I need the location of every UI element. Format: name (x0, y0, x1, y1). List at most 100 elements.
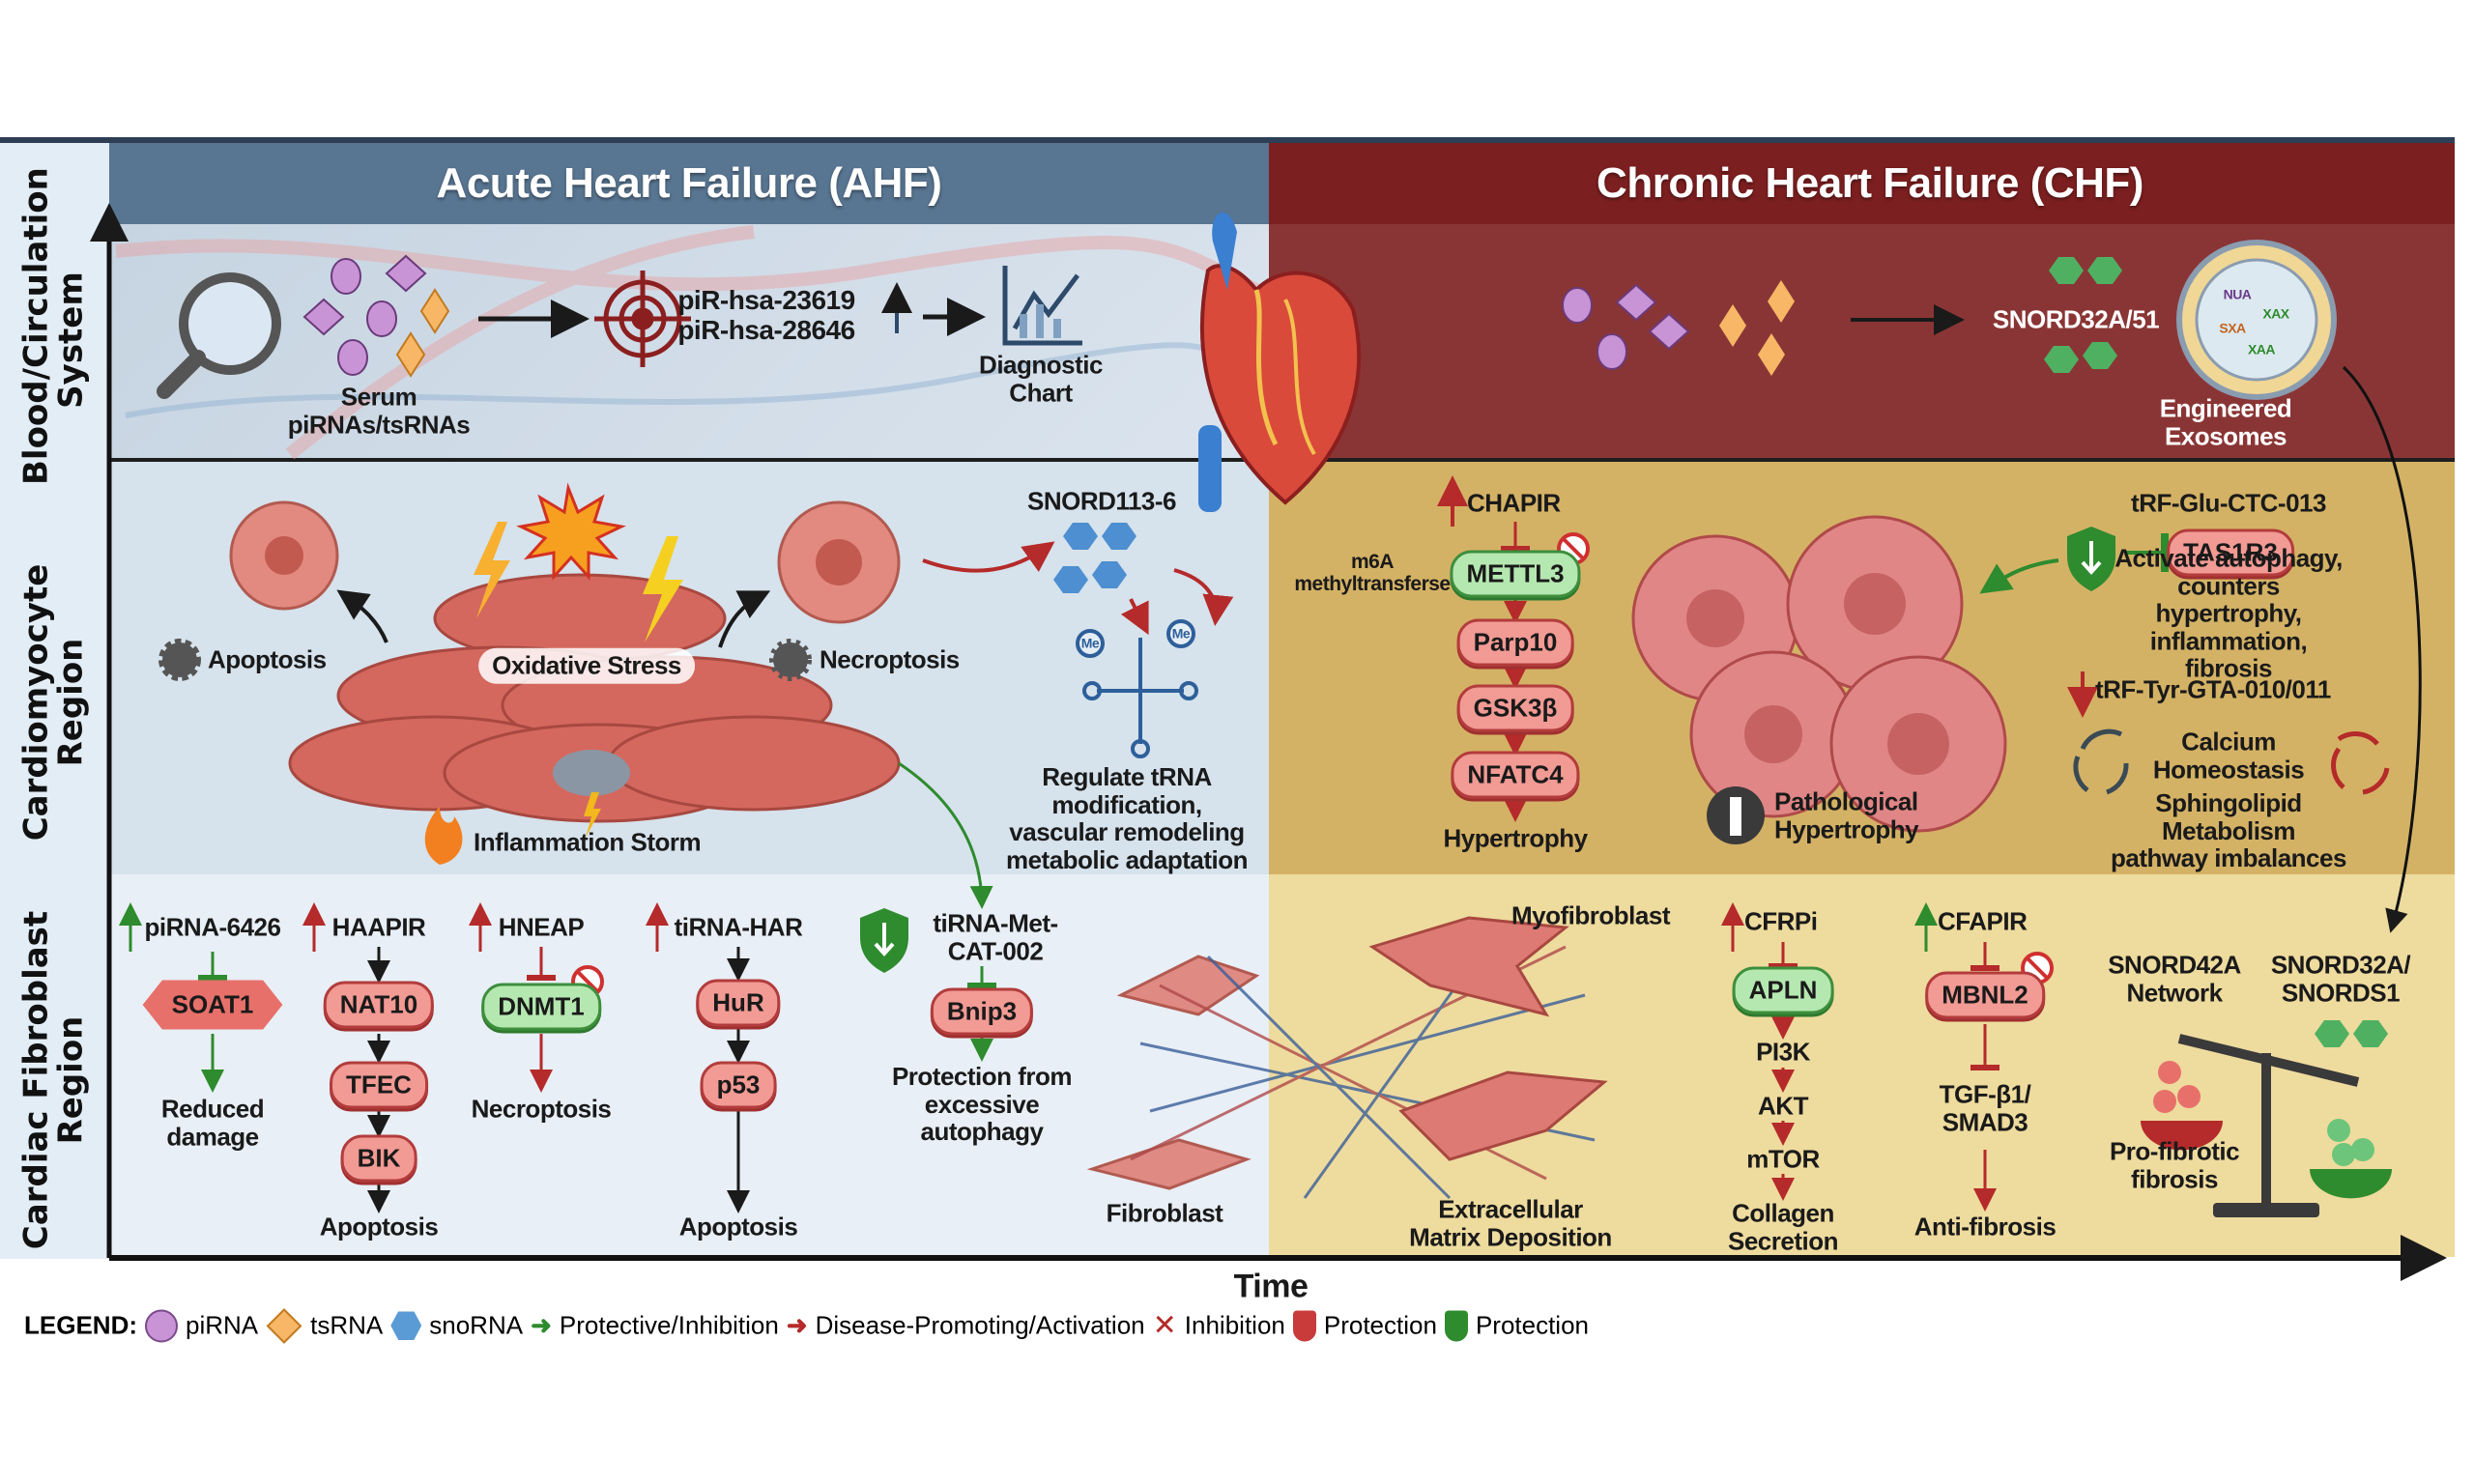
anti-fibrosis-label: Anti-fibrosis (1913, 1212, 2057, 1241)
calcium-cycle-icon (2073, 728, 2129, 795)
row-label-column (0, 143, 109, 1259)
target-icon (594, 271, 691, 367)
protection-autophagy-label: Protection from excessive autophagy (891, 1062, 1073, 1147)
engineered-exosomes-label: Engineered Exosomes (2159, 393, 2292, 450)
legend-protection-red: Protection (1323, 1310, 1437, 1340)
diagnostic-chart-icon (1002, 266, 1082, 346)
exosome-rna: SXA (2219, 320, 2246, 336)
ahf-title: Acute Heart Failure (AHF) (436, 158, 942, 207)
m6a-label: m6A methyltransferse (1294, 550, 1451, 595)
snord113-6-label: SNORD113-6 (1027, 486, 1176, 516)
mettl3-node: METTL3 (1450, 550, 1581, 598)
storm-cloud-icon (553, 750, 630, 838)
oxidative-stress-label: Oxidative Stress (478, 647, 695, 684)
apoptosis-outcome: Apoptosis (319, 1212, 439, 1241)
parp10-node: Parp10 (1456, 618, 1574, 667)
exosome-rna: XAX (2262, 305, 2289, 322)
mbnl2-node: MBNL2 (1925, 971, 2045, 1019)
exosome-icon (2176, 240, 2337, 400)
hypertrophic-cells (1631, 515, 2007, 833)
ahf-header-band (109, 143, 1269, 224)
necroptosis-outcome: Necroptosis (471, 1094, 612, 1124)
chf-rna-cluster (1562, 280, 1795, 376)
apoptosis-label: Apoptosis (208, 644, 327, 674)
trf-glu-label: tRF-Glu-CTC-013 (2131, 488, 2326, 518)
pirna-legend-icon (145, 1309, 178, 1342)
inflammation-storm-label: Inflammation Storm (474, 827, 702, 857)
necroptosis-to-snord-arrow (922, 541, 1055, 573)
cfapir-label: CFAPIR (1938, 906, 2028, 936)
green-arrow-legend-icon: ➜ (531, 1310, 552, 1340)
tirna-met-shield-icon (860, 908, 908, 973)
chf-header-band (1269, 143, 2455, 224)
green-shield-legend-icon (1444, 1310, 1468, 1341)
necroptosis-gear-icon (769, 639, 812, 681)
trf-tyr-label: tRF-Tyr-GTA-010/011 (2095, 674, 2331, 704)
fibroblast-label: Fibroblast (1106, 1198, 1223, 1228)
red-shield-legend-icon (1292, 1310, 1316, 1341)
row-label-cardiomyocyte: Cardiomyocyte Region (16, 563, 90, 842)
legend: LEGEND: piRNA tsRNA snoRNA ➜ Protective/… (24, 1307, 1590, 1344)
fire-icon (424, 807, 463, 865)
pathological-hypertrophy-icon (1707, 786, 1765, 844)
myofibroblast-label: Myofibroblast (1511, 900, 1670, 930)
tirna-met-label: tiRNA-Met- CAT-002 (933, 908, 1058, 965)
heart-illustration (1198, 212, 1362, 512)
snorna-hexagons-green (2044, 257, 2122, 373)
activate-autophagy-text: Activate autophagy, counters hypertrophy… (2114, 543, 2343, 683)
diagnostic-chart-label: Diagnostic Chart (979, 350, 1103, 407)
exosome-rna: NUA (2223, 286, 2252, 302)
cfrpi-label: CFRPi (1744, 906, 1818, 936)
snord42a-network-label: SNORD42A Network (2108, 950, 2241, 1007)
protection-link-arrow (898, 761, 993, 909)
dnmt1-node: DNMT1 (481, 983, 601, 1031)
reduced-damage-label: Reduced damage (160, 1094, 265, 1151)
bnip3-node: Bnip3 (930, 987, 1034, 1036)
apoptotic-cell (229, 500, 339, 611)
pirna-markers: piR-hsa-23619 piR-hsa-28646 (677, 285, 855, 345)
apoptosis-gear-icon (158, 639, 201, 681)
trna-icon (1076, 619, 1198, 758)
magnifier-icon (157, 272, 281, 399)
necroptotic-cell (777, 500, 901, 624)
legend-inhibition: Inhibition (1184, 1310, 1285, 1340)
tfec-node: TFEC (330, 1061, 428, 1109)
snorna-legend-icon (390, 1311, 422, 1340)
soat1-node: SOAT1 (142, 980, 283, 1030)
gsk3b-node: GSK3β (1456, 684, 1574, 732)
pro-fibrotic-label: Pro-fibrotic fibrosis (2109, 1136, 2240, 1193)
legend-title: LEGEND: (24, 1310, 137, 1340)
legend-tsrna: tsRNA (310, 1310, 384, 1340)
inhibition-x-legend-icon: ✕ (1152, 1309, 1177, 1342)
fibroblast-chf-arrows (1721, 902, 1999, 1212)
sphingolipid-label: Sphingolipid Metabolism pathway imbalanc… (2111, 788, 2346, 873)
hur-node: HuR (696, 979, 781, 1027)
pirna-tsrna-cluster (302, 254, 450, 378)
ahf-fibroblast-region (109, 874, 1269, 1257)
tgf-smad3-label: TGF-β1/ SMAD3 (1939, 1079, 2031, 1136)
chf-title: Chronic Heart Failure (CHF) (1597, 158, 2143, 207)
hneap-label: HNEAP (498, 912, 585, 942)
fibroblast-ahf-arrows (119, 902, 996, 1213)
time-axis-label: Time (1233, 1268, 1309, 1305)
explosion-icon (516, 482, 626, 581)
exosome-delivery-arrow (2342, 365, 2422, 933)
tirna-har-label: tiRNA-HAR (674, 912, 803, 942)
tas1r3-node: TAS1R3 (2167, 528, 2294, 577)
snord32a-51-label: SNORD32A/51 (1992, 304, 2160, 334)
shield-to-cells-arrow (1979, 558, 2059, 594)
akt-label: AKT (1758, 1091, 1808, 1121)
p53-node: p53 (700, 1061, 777, 1109)
balance-scale-icon (2141, 1020, 2392, 1217)
myofibroblast-cells (1368, 916, 1608, 1161)
sphingolipid-cycle-icon (2331, 731, 2390, 795)
necroptosis-label: Necroptosis (820, 644, 960, 674)
calcium-homeostasis-label: Calcium Homeostasis (2152, 727, 2305, 784)
top-frame-line (0, 137, 2455, 143)
bik-node: BIK (340, 1134, 417, 1183)
serum-label: Serum piRNAs/tsRNAs (287, 382, 471, 439)
legend-protection-green: Protection (1475, 1310, 1590, 1340)
lightning-icon (474, 522, 510, 618)
apoptosis-arrow (336, 589, 388, 643)
